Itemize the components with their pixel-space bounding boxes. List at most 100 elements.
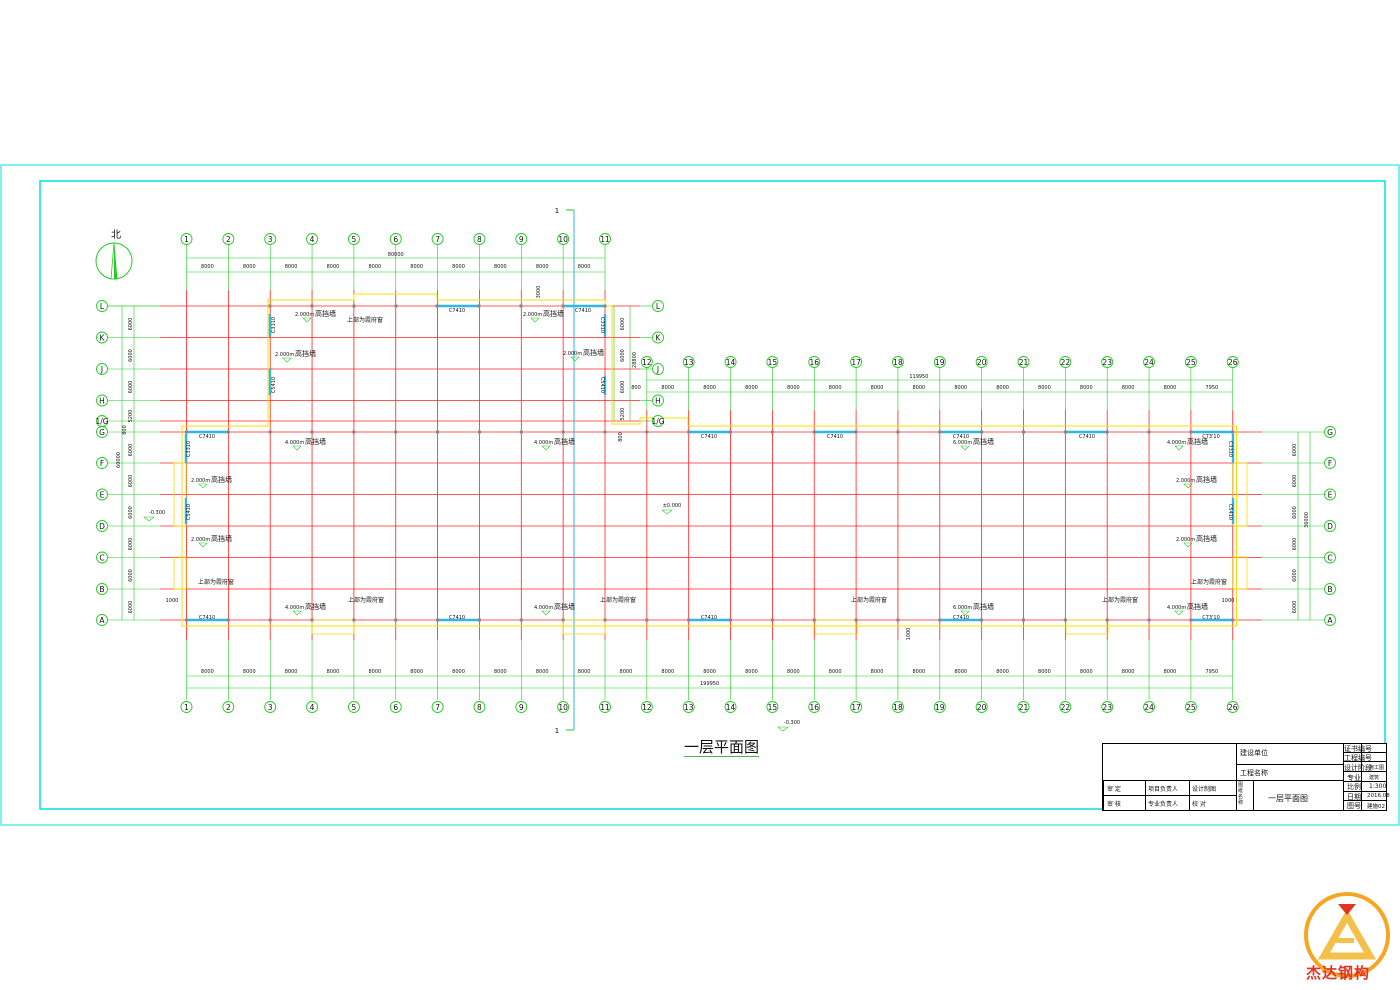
high-wall-text: 高挡墙 (554, 602, 575, 611)
axis-bubble-top-label: 16 (809, 358, 819, 367)
dim-text: 8000 (996, 385, 1009, 391)
axis-bubble-bottom (599, 701, 611, 713)
column (519, 304, 523, 308)
axis-bubble-bottom (389, 701, 402, 713)
axis-bubble-top-label: 10 (558, 235, 568, 244)
axis-bubble-left (96, 488, 108, 501)
axis-bubble-top-label: 21 (1019, 358, 1029, 367)
dim-text: 6000 (620, 381, 626, 394)
column (268, 618, 272, 622)
column (394, 430, 398, 434)
wall-height-text: 2.000m (523, 312, 542, 318)
axis-bubble-bottom-label: 3 (268, 703, 273, 712)
north-arrow-icon (114, 243, 117, 279)
wall-height-text: 4.000m (1167, 440, 1186, 446)
tb-divider (1103, 795, 1236, 796)
axis-bubble-top (264, 233, 277, 245)
column (310, 618, 314, 622)
axis-bubble-left-label: E (100, 490, 105, 499)
axis-bubble-bottom (473, 701, 486, 713)
high-wall-text: 高挡墙 (973, 437, 994, 446)
level-marker (1183, 542, 1193, 548)
tb-date: 日期 (1347, 793, 1361, 801)
column (854, 618, 858, 622)
dim-text: 8000 (201, 669, 214, 675)
high-wall-text: 高挡墙 (305, 437, 326, 446)
axis-bubble-left (96, 551, 108, 564)
dim-text: 8000 (494, 669, 507, 675)
axis-bubble-bottom-label: 13 (684, 703, 694, 712)
axis-bubble-bottom-label: 15 (768, 703, 778, 712)
column (436, 430, 440, 434)
dim-text: 800 (618, 432, 624, 442)
axis-bubble-left-label: L (100, 302, 105, 311)
tb-scale-val: 1:300 (1369, 783, 1387, 790)
tb-project-lead: 项目负责人 (1148, 786, 1179, 793)
axis-bubble-left (96, 583, 108, 595)
axis-bubble-left-label: D (99, 522, 105, 531)
axis-bubble-mid (652, 394, 664, 407)
column (938, 430, 942, 434)
dim-text: 8000 (954, 385, 967, 391)
dim-text: 8000 (285, 264, 298, 270)
column (645, 618, 649, 622)
high-wall-text: 高挡墙 (1187, 437, 1208, 446)
window-note-text: 上部为霞府窗 (1102, 596, 1138, 604)
dim-text: 6000 (128, 381, 134, 394)
dim-text: 8000 (1080, 669, 1093, 675)
dim-text: 8000 (201, 264, 214, 270)
level-marker (777, 726, 789, 732)
dim-text: 6000 (128, 569, 134, 582)
tb-cert-no: 证书编号 (1344, 745, 1372, 753)
axis-bubble-left (96, 520, 108, 532)
level-marker (661, 509, 673, 515)
level-marker (570, 356, 580, 362)
axis-bubble-top (180, 233, 193, 245)
column (436, 618, 440, 622)
tb-divider (1236, 764, 1343, 765)
axis-bubble-left (96, 331, 108, 344)
axis-bubble-top (347, 233, 360, 245)
tb-review: 审 核 (1107, 801, 1121, 808)
outer-frame (0, 164, 1400, 826)
tb-divider (1343, 744, 1344, 810)
window-code-text: C3310 (599, 317, 605, 333)
column (268, 304, 272, 308)
level-marker (198, 483, 208, 489)
axis-bubble-bottom (892, 701, 904, 713)
axis-bubble-bottom-label: 7 (435, 703, 440, 712)
level-marker (1174, 610, 1184, 616)
dim-text: 8000 (452, 669, 465, 675)
axis-bubble-bottom-label: 8 (477, 703, 482, 712)
axis-bubble-top-label: 12 (642, 358, 652, 367)
axis-bubble-top (1101, 356, 1114, 368)
column (729, 618, 733, 622)
axis-bubble-bottom (766, 701, 779, 713)
dim-text: 8000 (871, 385, 884, 391)
axis-bubble-bottom-label: 6 (393, 703, 398, 712)
column (352, 618, 356, 622)
column (1022, 430, 1025, 434)
axis-bubble-bottom (682, 701, 695, 713)
tb-divider (1361, 744, 1362, 810)
axis-bubble-right (1324, 488, 1336, 501)
exterior-wall-outline (181, 293, 1237, 627)
axis-bubble-top-label: 13 (684, 358, 694, 367)
wall-height-text: 6.000m (953, 440, 972, 446)
window-code-text: C7410 (1079, 434, 1095, 440)
dim-text: 8000 (913, 385, 926, 391)
wall-height-text: 6.000m (953, 605, 972, 611)
column (268, 430, 272, 434)
dim-text: 8000 (1038, 385, 1051, 391)
dim-text: 8000 (996, 669, 1009, 675)
column (770, 618, 774, 622)
axis-bubble-right (1324, 551, 1336, 564)
dim-text: 8000 (871, 669, 884, 675)
axis-bubble-top (850, 356, 863, 368)
axis-bubble-top (1226, 356, 1239, 368)
dim-text: 8000 (661, 669, 674, 675)
window-code-text: C3310 (271, 317, 277, 333)
dim-text-total: 60000 (116, 452, 122, 468)
tb-approve: 审 定 (1107, 786, 1121, 793)
tb-check: 校 对 (1192, 801, 1206, 808)
